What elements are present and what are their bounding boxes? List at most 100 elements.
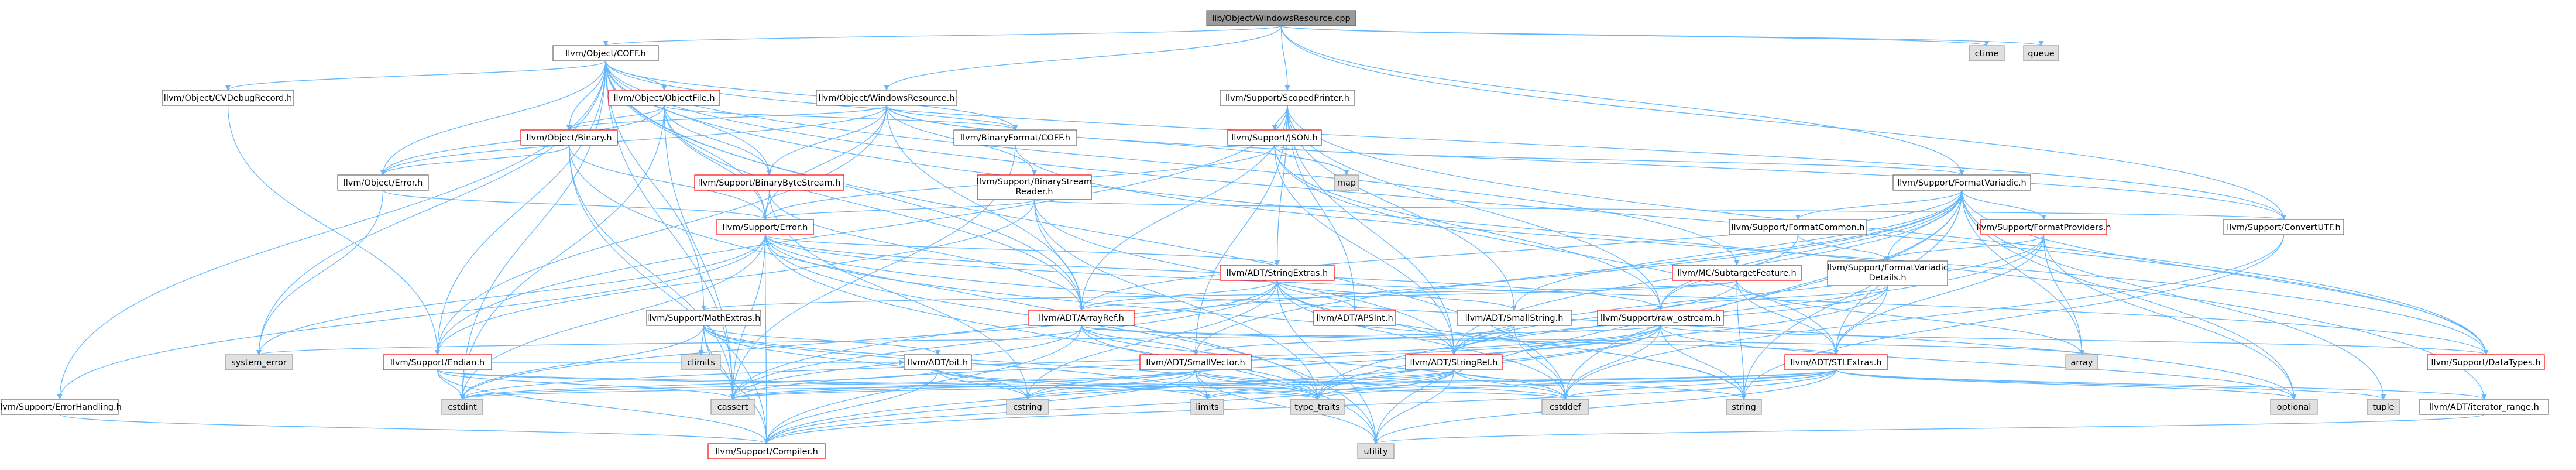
edge-smallstr-to-cstddef xyxy=(1513,325,1568,400)
node-label: llvm/Support/ErrorHandling.h xyxy=(0,403,122,412)
node-bbs[interactable]: llvm/Support/BinaryByteStream.h xyxy=(694,174,844,191)
node-box xyxy=(1006,399,1049,415)
node-label: llvm/Support/FormatProviders.h xyxy=(1976,223,2111,232)
node-binary[interactable]: llvm/Object/Binary.h xyxy=(520,129,618,146)
node-box xyxy=(707,443,826,459)
edge-bfcoff-to-datatypes xyxy=(1015,145,2489,355)
node-bfcoff[interactable]: llvm/BinaryFormat/COFF.h xyxy=(953,129,1077,146)
node-box xyxy=(1784,354,1888,370)
edge-stringref-to-cassert xyxy=(730,369,1455,400)
edge-fmtvar-to-fmtcommon xyxy=(1795,190,1963,220)
node-supperr[interactable]: llvm/Support/Error.h xyxy=(716,219,814,235)
node-box xyxy=(816,90,957,106)
node-box xyxy=(1892,174,2031,191)
edge-fmtvar-to-string xyxy=(1741,190,1963,400)
edge-root-to-convutf xyxy=(1280,25,2286,220)
node-compiler[interactable]: llvm/Support/Compiler.h xyxy=(707,443,826,459)
edge-binary-to-supperr xyxy=(568,145,768,220)
edge-fmtvar-to-cassert xyxy=(730,190,1963,400)
node-bit[interactable]: llvm/ADT/bit.h xyxy=(904,354,972,370)
edge-supperr-to-rawos xyxy=(764,234,1663,311)
edge-coff-to-binary xyxy=(566,60,606,131)
node-box xyxy=(1405,354,1503,370)
edge-smallstr-to-smallvec xyxy=(1193,325,1515,355)
node-smallvec[interactable]: llvm/ADT/SmallVector.h xyxy=(1139,354,1252,370)
node-mcsub[interactable]: llvm/MC/SubtargetFeature.h xyxy=(1672,265,1802,281)
node-box xyxy=(2270,399,2318,415)
node-arrayref[interactable]: llvm/ADT/ArrayRef.h xyxy=(1028,310,1135,326)
edge-convutf-to-cstddef xyxy=(1562,234,2285,400)
node-strext[interactable]: llvm/ADT/StringExtras.h xyxy=(1220,265,1335,281)
node-box xyxy=(2065,354,2098,370)
edge-mcsub-to-array xyxy=(1736,280,2084,355)
edge-supperr-to-compiler xyxy=(764,234,770,444)
node-string: string xyxy=(1726,399,1762,415)
edge-smallvec-to-cstddef xyxy=(1195,369,1568,400)
node-objfile[interactable]: llvm/Object/ObjectFile.h xyxy=(608,90,720,106)
node-convutf[interactable]: llvm/Support/ConvertUTF.h xyxy=(2223,219,2344,235)
edge-rawos-to-syserr xyxy=(256,325,1661,355)
edge-stringref-to-cstring xyxy=(1025,369,1455,400)
edge-coff-to-objerror xyxy=(380,60,606,176)
node-box xyxy=(337,174,429,191)
node-root[interactable]: lib/Object/WindowsResource.cpp xyxy=(1206,10,1356,26)
edge-winres-to-supperr xyxy=(762,105,887,220)
node-mathext[interactable]: llvm/Support/MathExtras.h xyxy=(646,310,761,326)
node-fmtvar[interactable]: llvm/Support/FormatVariadic.h xyxy=(1892,174,2031,191)
edge-fmtvar-to-cstddef xyxy=(1562,190,1963,400)
node-array: array xyxy=(2065,354,2098,370)
node-box xyxy=(1729,219,1867,235)
edge-json-to-fmtvar xyxy=(1274,145,1964,176)
node-fmtprov[interactable]: llvm/Support/FormatProviders.h xyxy=(1976,219,2111,235)
node-ctime: ctime xyxy=(1969,45,2005,61)
node-winres[interactable]: llvm/Object/WindowsResource.h xyxy=(816,90,957,106)
node-box xyxy=(162,90,294,106)
node-label: Details.h xyxy=(1869,273,1906,283)
node-label: llvm/ADT/APSInt.h xyxy=(1316,314,1393,323)
node-label: llvm/ADT/StringExtras.h xyxy=(1227,269,1328,278)
node-datatypes[interactable]: llvm/Support/DataTypes.h xyxy=(2427,354,2545,370)
node-objerror[interactable]: llvm/Object/Error.h xyxy=(337,174,429,191)
node-cvdebug[interactable]: llvm/Object/CVDebugRecord.h xyxy=(162,90,294,106)
node-stringref[interactable]: llvm/ADT/StringRef.h xyxy=(1405,354,1503,370)
edge-strext-to-cstring xyxy=(1025,280,1278,400)
node-box xyxy=(710,399,755,415)
node-label: llvm/Support/DataTypes.h xyxy=(2431,358,2540,368)
node-errhandling[interactable]: llvm/Support/ErrorHandling.h xyxy=(0,399,122,415)
node-json[interactable]: llvm/Support/JSON.h xyxy=(1227,129,1322,146)
edge-coff-to-endian xyxy=(434,60,606,355)
edge-stlext-to-cstdint xyxy=(460,369,1837,400)
edge-json-to-rawos xyxy=(1274,145,1664,311)
node-apsint[interactable]: llvm/ADT/APSInt.h xyxy=(1313,310,1396,326)
node-fmtcommon[interactable]: llvm/Support/FormatCommon.h xyxy=(1729,219,1867,235)
node-box xyxy=(2367,399,2400,415)
edge-json-to-map xyxy=(1274,145,1349,176)
node-cstdint: cstdint xyxy=(441,399,483,415)
node-label: llvm/Support/FormatVariadic xyxy=(1827,263,1948,273)
edge-supperr-to-errhandling xyxy=(57,234,766,400)
node-scoped[interactable]: llvm/Support/ScopedPrinter.h xyxy=(1220,90,1355,106)
edge-objerror-to-supperr xyxy=(382,190,768,220)
node-coff[interactable]: llvm/Object/COFF.h xyxy=(552,45,659,61)
node-label: llvm/Object/COFF.h xyxy=(565,49,645,59)
node-iterrange[interactable]: llvm/ADT/iterator_range.h xyxy=(2419,399,2549,415)
node-box xyxy=(716,219,814,235)
node-smallstr[interactable]: llvm/ADT/SmallString.h xyxy=(1457,310,1572,326)
node-box xyxy=(441,399,483,415)
node-stlext[interactable]: llvm/ADT/STLExtras.h xyxy=(1784,354,1888,370)
node-map: map xyxy=(1334,174,1359,191)
node-endian[interactable]: llvm/Support/Endian.h xyxy=(383,354,492,370)
node-rawos[interactable]: llvm/Support/raw_ostream.h xyxy=(1597,310,1724,326)
edge-bsr-to-arrayref xyxy=(1033,199,1084,311)
edge-root-to-fmtvar xyxy=(1280,25,1964,176)
edge-mathext-to-bit xyxy=(703,325,940,355)
edge-fmtprov-to-optional xyxy=(2043,234,2297,400)
node-label: llvm/Support/Error.h xyxy=(723,223,808,232)
edge-bit-to-compiler xyxy=(764,369,939,444)
edge-objfile-to-bbs xyxy=(664,105,772,176)
node-cstring: cstring xyxy=(1006,399,1049,415)
node-label: queue xyxy=(2028,49,2055,59)
node-box xyxy=(2223,219,2344,235)
